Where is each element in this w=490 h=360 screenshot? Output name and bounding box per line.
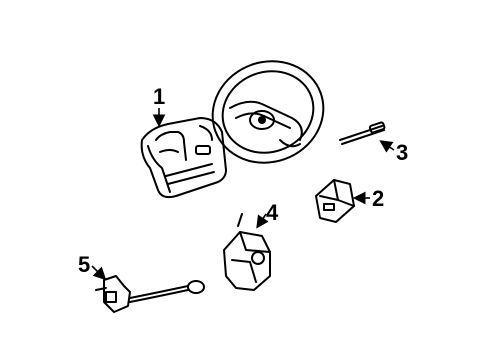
callout-1: 1 xyxy=(152,84,166,128)
callout-3: 3 xyxy=(379,140,408,165)
ignition-switch-assembly xyxy=(223,213,271,291)
multifunction-switch xyxy=(95,275,205,313)
callout-number: 1 xyxy=(153,84,165,109)
callout-2: 2 xyxy=(352,186,384,211)
callout-4: 4 xyxy=(256,200,279,229)
callout-number: 3 xyxy=(396,140,408,165)
steering-column-shroud xyxy=(140,117,227,199)
callout-number: 4 xyxy=(266,200,279,225)
steering-wheel xyxy=(211,60,325,164)
switch-module xyxy=(315,179,355,223)
callout-5: 5 xyxy=(78,252,107,281)
callout-number: 2 xyxy=(372,186,384,211)
bolt-pin xyxy=(339,121,386,145)
callout-number: 5 xyxy=(78,252,90,277)
